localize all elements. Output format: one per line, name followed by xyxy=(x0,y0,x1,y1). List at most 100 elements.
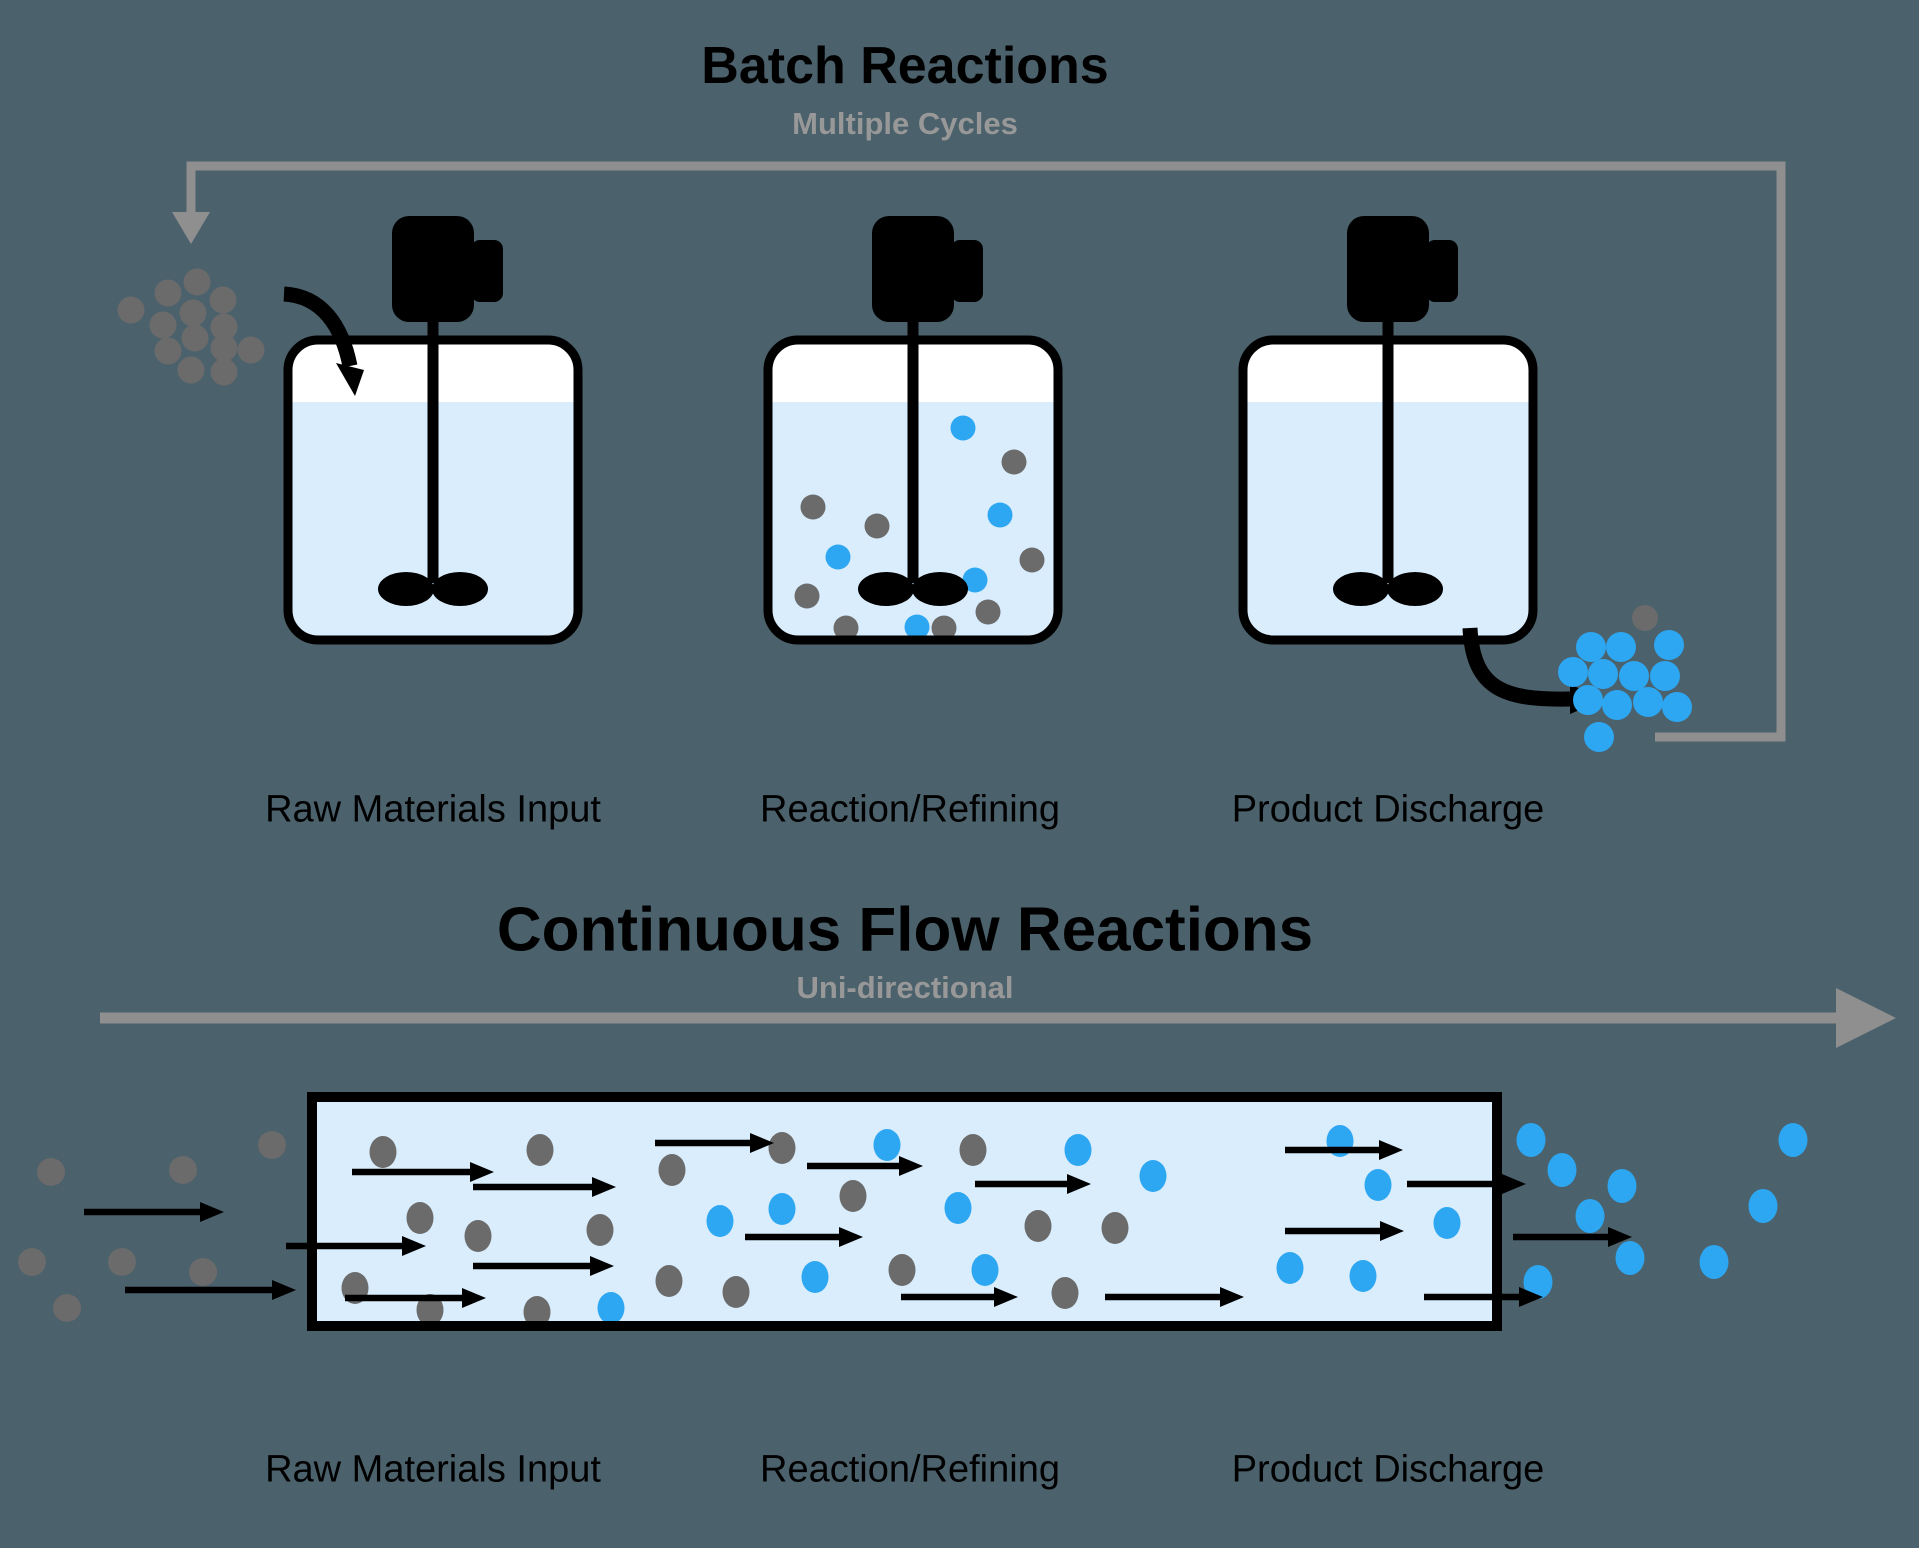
raw-material-dot xyxy=(154,279,182,307)
product-dot xyxy=(971,1254,999,1286)
flow-arrow-head xyxy=(839,1227,863,1247)
input-arrow-head-icon xyxy=(336,363,364,396)
product-dot xyxy=(801,1261,829,1293)
flow-arrow-head xyxy=(1380,1221,1404,1241)
reagent-dot xyxy=(959,1134,987,1166)
product-dot xyxy=(904,614,930,636)
product-dot xyxy=(1699,1245,1729,1279)
raw-material-dot xyxy=(169,1156,197,1184)
reagent-dot xyxy=(1101,1212,1129,1244)
flow-arrow-head xyxy=(272,1280,296,1300)
stirrer-paddle-icon xyxy=(378,572,434,606)
batch-section-title: Batch Reactions xyxy=(701,37,1109,95)
vessel-2-contents xyxy=(772,344,1054,636)
product-dot xyxy=(1619,661,1649,691)
raw-material-dot xyxy=(108,1248,136,1276)
reagent-dot xyxy=(931,615,957,636)
flow-label-reaction: Reaction/Refining xyxy=(760,1448,1060,1491)
reagent-dot xyxy=(464,1220,492,1252)
raw-material-dot xyxy=(149,311,177,339)
product-dot xyxy=(1276,1252,1304,1284)
motor-knob-icon xyxy=(471,240,503,302)
product-dot xyxy=(1607,1169,1637,1203)
reagent-dot xyxy=(1019,547,1045,573)
flow-label-discharge: Product Discharge xyxy=(1231,1448,1545,1491)
product-dot xyxy=(706,1205,734,1237)
stirrer-shaft-upper xyxy=(1382,318,1394,348)
flow-arrow-head xyxy=(1220,1287,1244,1307)
recycle-loop-line xyxy=(186,161,1786,742)
raw-material-dot xyxy=(154,337,182,365)
vessel-3-contents xyxy=(1247,344,1529,636)
motor-icon xyxy=(392,216,474,322)
reagent-dot xyxy=(864,513,890,539)
reagent-dot xyxy=(768,1132,796,1164)
discharge-arrow-shaft xyxy=(1462,627,1571,707)
stirrer-paddle-icon xyxy=(912,572,968,606)
batch-label-raw-materials: Raw Materials Input xyxy=(265,788,601,831)
product-dot xyxy=(1606,632,1636,662)
product-dot xyxy=(768,1193,796,1225)
flow-arrow-head xyxy=(994,1287,1018,1307)
flow-section-title: Continuous Flow Reactions xyxy=(496,895,1314,965)
raw-material-dot xyxy=(189,1258,217,1286)
motor-icon xyxy=(872,216,954,322)
batch-label-reaction: Reaction/Refining xyxy=(760,788,1060,831)
flow-label-raw-materials: Raw Materials Input xyxy=(265,1448,601,1491)
stirrer-paddle-icon xyxy=(432,572,488,606)
product-dot xyxy=(962,567,988,593)
flow-arrow-head xyxy=(899,1156,923,1176)
stirrer-shaft xyxy=(907,344,919,583)
flow-arrow-head xyxy=(1519,1287,1543,1307)
raw-material-dot xyxy=(210,358,238,386)
reagent-dot xyxy=(523,1296,551,1328)
flow-arrow-head xyxy=(470,1162,494,1182)
product-dot xyxy=(987,502,1013,528)
reagent-dot xyxy=(1024,1210,1052,1242)
batch-subtitle: Multiple Cycles xyxy=(792,106,1018,141)
reagent-dot xyxy=(369,1136,397,1168)
product-dot xyxy=(1516,1123,1546,1157)
reagent-dot xyxy=(800,494,826,520)
flow-arrow-head xyxy=(1067,1174,1091,1194)
product-dot xyxy=(944,1192,972,1224)
product-dot xyxy=(1523,1265,1553,1299)
raw-material-dot xyxy=(18,1248,46,1276)
product-dot xyxy=(1650,661,1680,691)
raw-material-dot xyxy=(210,313,238,341)
stirrer-shaft-upper xyxy=(907,318,919,348)
product-dot xyxy=(825,544,851,570)
product-dot xyxy=(1433,1207,1461,1239)
reagent-dot xyxy=(658,1154,686,1186)
product-dot xyxy=(1558,657,1588,687)
raw-material-dot xyxy=(210,334,238,362)
reagent-dot xyxy=(839,1180,867,1212)
flow-arrow-head xyxy=(200,1202,224,1222)
product-dot xyxy=(1576,632,1606,662)
reagent-dot xyxy=(655,1265,683,1297)
raw-material-dot xyxy=(258,1131,286,1159)
flow-arrow-head xyxy=(402,1236,426,1256)
flow-arrow-head xyxy=(1379,1140,1403,1160)
reagent-dot xyxy=(794,583,820,609)
reagent-dot xyxy=(1051,1277,1079,1309)
reagent-dot xyxy=(416,1294,444,1326)
raw-material-dot xyxy=(181,324,209,352)
vessel-1-contents xyxy=(292,344,574,636)
stirrer-shaft xyxy=(1382,344,1394,583)
flow-arrow-head xyxy=(1502,1174,1526,1194)
product-dot xyxy=(950,415,976,441)
raw-material-dot xyxy=(183,268,211,296)
product-dot xyxy=(597,1292,625,1324)
stirrer-paddle-icon xyxy=(1333,572,1389,606)
flow-arrow-head xyxy=(462,1288,486,1308)
product-dot xyxy=(1349,1260,1377,1292)
flow-arrow-head xyxy=(590,1256,614,1276)
product-dot xyxy=(1139,1160,1167,1192)
raw-material-dot xyxy=(37,1158,65,1186)
motor-knob-icon xyxy=(1426,240,1458,302)
product-dot xyxy=(1584,722,1614,752)
product-dot xyxy=(873,1129,901,1161)
product-dot xyxy=(1575,1199,1605,1233)
